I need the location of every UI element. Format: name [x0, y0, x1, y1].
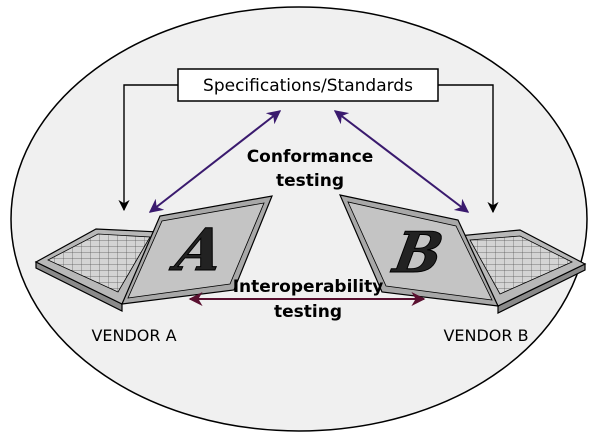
- vendor-b-label: VENDOR B: [443, 326, 528, 345]
- conformance-label-line1: Conformance: [247, 147, 374, 167]
- interoperability-label-line2: testing: [274, 302, 342, 322]
- conformance-label-line2: testing: [276, 171, 344, 191]
- specifications-box: [177, 68, 439, 102]
- conformance-arrow-a: [148, 110, 282, 213]
- laptop-a: A: [34, 195, 273, 312]
- conformance-arrow-b: [333, 110, 470, 213]
- spec-to-vendor-a-arrow: [118, 84, 178, 212]
- laptop-b-keyboard: [469, 235, 573, 295]
- interoperability-label-line1: Interoperability: [233, 277, 384, 297]
- vendor-a-label: VENDOR A: [91, 326, 176, 345]
- spec-to-vendor-b-arrow: [438, 84, 499, 214]
- laptop-a-keyboard: [47, 233, 151, 293]
- laptop-b: B: [338, 194, 587, 314]
- specifications-label: Specifications/Standards: [203, 76, 413, 96]
